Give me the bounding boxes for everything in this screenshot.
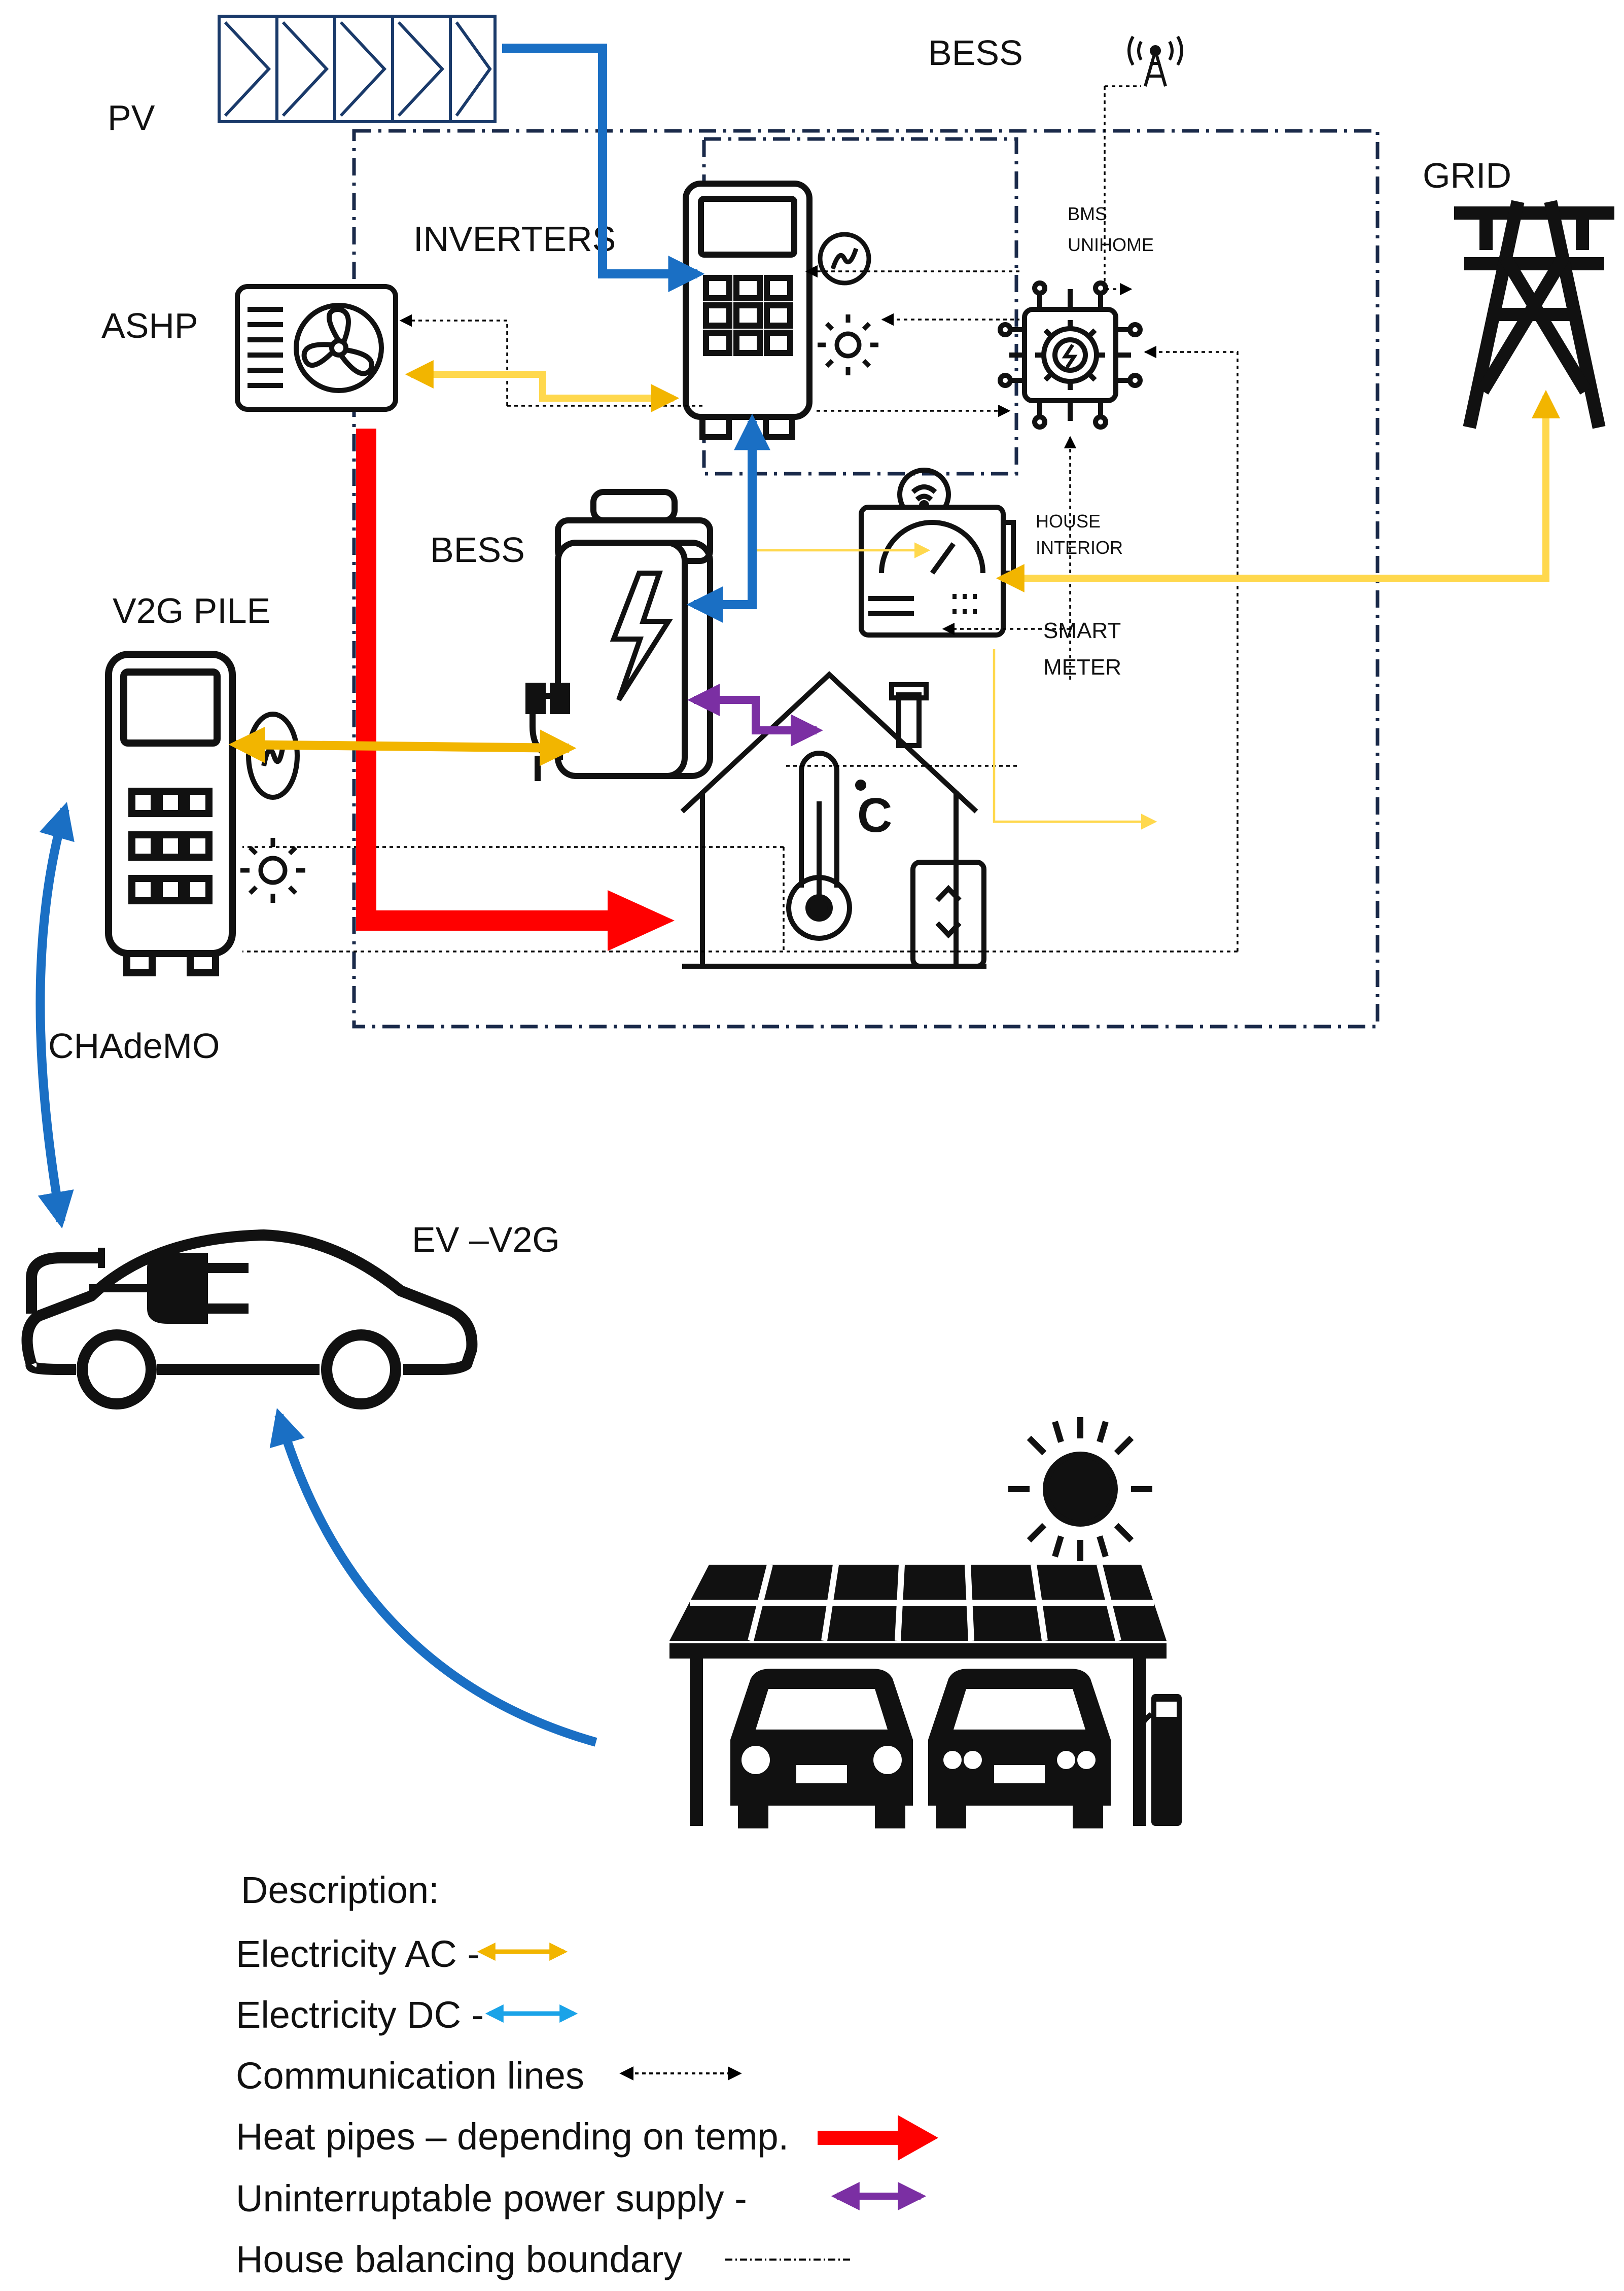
house-balancing-boundary [352,129,1380,1029]
thermostat-unit-label: C [857,788,892,842]
ashp-label: ASHP [101,306,198,345]
ev-plug-icon [89,1253,249,1324]
solar-carport-icon [669,1564,1182,1828]
ac-power-lines [228,360,1560,766]
inverters-label: INVERTERS [413,219,616,259]
antenna-icon [1127,36,1183,87]
charger-icon [105,651,236,976]
bess-top-label: BESS [928,33,1023,73]
power-pylon-icon [1454,200,1614,429]
legend-heat-label: Heat pipes – depending on temp. [236,2116,789,2158]
legend-dc-label: Electricity DC - [236,1994,484,2036]
solar-panel-icon [218,15,497,123]
smart-meter-label-line1: SMART [1043,618,1121,643]
ev-v2g-label: EV –V2G [412,1220,560,1259]
charger-sun-symbol-icon [240,838,305,903]
air-source-heat-pump-icon [235,284,398,412]
house-interior-label-line2: INTERIOR [1036,537,1123,558]
v2g-pile-label: V2G PILE [113,591,270,630]
legend-comm-label: Communication lines [236,2055,584,2097]
grid-label: GRID [1423,156,1511,195]
bms-label-line1: BMS [1068,203,1107,224]
chademo-label: CHAdeMO [48,1026,220,1066]
house-interior-label-line1: HOUSE [1036,511,1101,532]
sun-icon [1008,1417,1152,1561]
legend: Description: Electricity AC - Electricit… [236,1869,938,2280]
smart-meter-icon [859,468,1016,638]
sun-symbol-icon [818,314,878,375]
ev-car-icon [21,1229,478,1409]
thermostat-control-icon [910,860,986,969]
heat-pipe-arrow [356,429,675,951]
inverter-icon [683,181,813,440]
legend-heat-swatch [818,2115,938,2161]
legend-ups-label: Uninterruptable power supply - [236,2177,747,2219]
inverter-bess-boundary [702,137,1018,476]
thermometer-icon [786,751,866,941]
legend-title: Description: [241,1869,439,1911]
ups-line [687,684,823,747]
communication-lines [242,85,1239,954]
legend-ac-label: Electricity AC - [236,1933,480,1975]
pv-label: PV [108,98,155,137]
bms-chip-icon [998,280,1143,430]
bms-label-line2: UNIHOME [1068,234,1154,255]
charger-ac-symbol-icon [246,712,300,800]
legend-boundary-label: House balancing boundary [236,2238,682,2280]
smart-meter-label-line2: METER [1043,655,1121,680]
battery-icon [555,489,713,779]
dc-power-lines [36,44,770,1747]
bess-mid-label: BESS [430,530,525,570]
ac-symbol-icon [818,232,871,286]
